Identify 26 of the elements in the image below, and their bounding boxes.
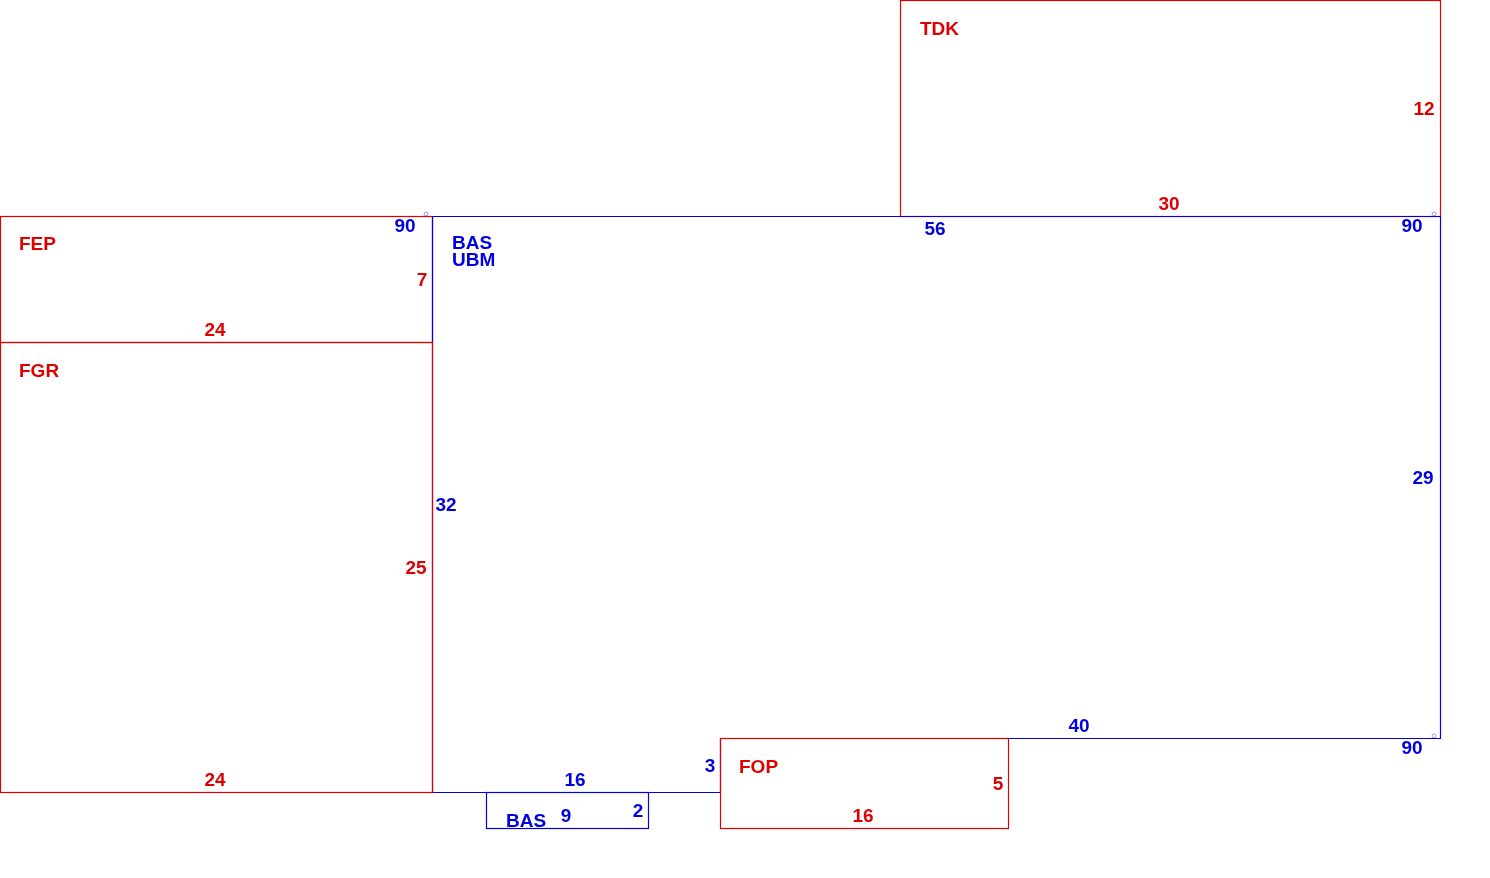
room-name: TDK [920,19,960,37]
dimension-label: 2 [632,801,644,819]
dimension-label: 40 [1068,716,1090,734]
dimension-label: 25 [405,558,427,576]
dimension-label: 56 [924,219,946,237]
dimension-label: 32 [435,495,457,513]
dimension-label: 16 [564,770,586,788]
angle-label: 90 [394,216,416,234]
dimension-label: 16 [852,806,874,824]
dimension-label: 24 [204,320,226,338]
dimension-label: 5 [992,774,1004,792]
angle-label: 90 [1401,216,1423,234]
dimension-label: 29 [1412,468,1434,486]
dimension-label: 30 [1158,194,1180,212]
room-name: FEP [19,234,56,252]
dimension-label: 9 [560,806,572,824]
dimension-label: 12 [1413,99,1435,117]
angle-label: 90 [1401,738,1423,756]
room-name: BAS [506,811,547,829]
dimension-label: 24 [204,770,226,788]
room-name: FGR [19,361,60,379]
room-name: FOP [739,757,779,775]
dimension-label: 3 [704,756,716,774]
room-name: UBM [452,250,496,268]
room-name: BAS [452,233,493,251]
dimension-label: 7 [416,270,428,288]
